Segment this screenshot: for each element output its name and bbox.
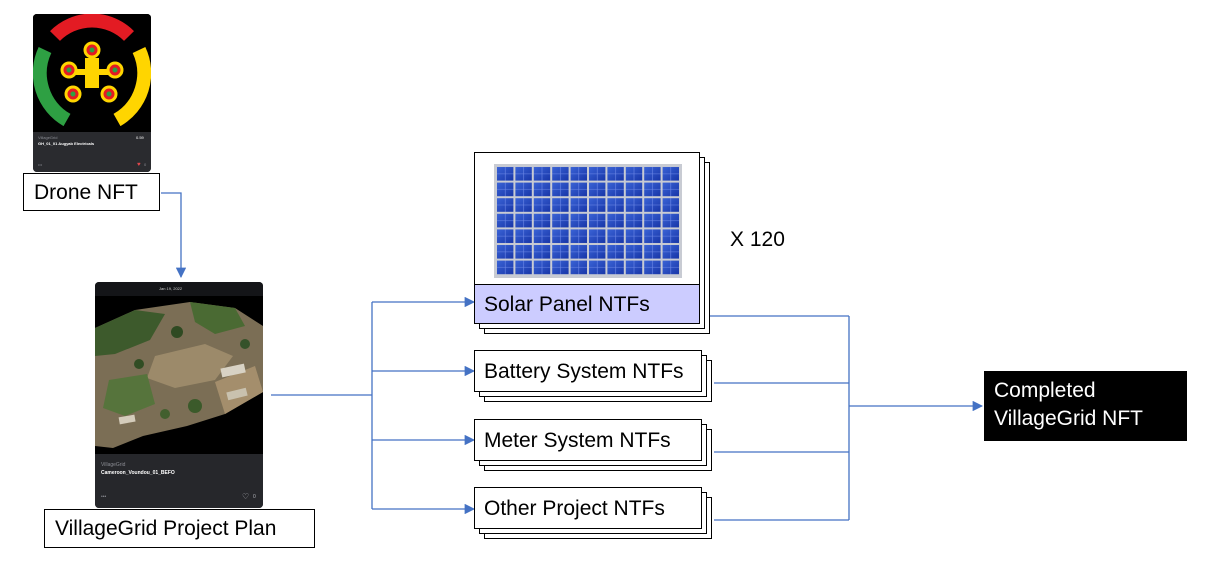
solar-panel-nft-label: Solar Panel NTFs xyxy=(474,284,700,324)
drone-card-likes: 0 xyxy=(144,163,146,167)
connector-drone-to-plan xyxy=(161,193,181,277)
project-card-likes: 0 xyxy=(253,495,256,500)
project-card-creator: VillageGrid xyxy=(101,463,125,468)
site-aerial-image xyxy=(95,296,263,454)
meter-system-nft-label: Meter System NTFs xyxy=(474,419,702,461)
meter-system-stack: Meter System NTFs xyxy=(474,419,714,473)
drone-nft-label: Drone NFT xyxy=(23,173,160,211)
drone-card-heart-icon: ♥ xyxy=(137,162,141,168)
other-project-stack: Other Project NTFs xyxy=(474,487,714,541)
completed-nft-box: Completed VillageGrid NFT xyxy=(984,371,1187,441)
project-card-menu-icon: ••• xyxy=(101,495,106,500)
project-card-heart-icon: ♡ xyxy=(242,493,249,501)
completed-nft-line1: Completed xyxy=(994,377,1177,405)
project-card-title: Cameroon_Voundou_01_BEFO xyxy=(101,471,175,476)
drone-logo-icon xyxy=(33,14,151,132)
drone-nft-card: VillageGrid 0.59 GH_01_01 Augyab Electri… xyxy=(33,14,151,172)
project-card-meta: VillageGrid Cameroon_Voundou_01_BEFO •••… xyxy=(95,454,263,508)
completed-nft-line2: VillageGrid NFT xyxy=(994,405,1177,433)
project-card-header: Jan 19, 2022 xyxy=(95,282,263,296)
drone-card-price: 0.59 xyxy=(136,136,144,140)
battery-system-nft-label: Battery System NTFs xyxy=(474,350,702,392)
drone-card-creator: VillageGrid xyxy=(38,136,58,140)
drone-card-title: GH_01_01 Augyab Electricals xyxy=(38,142,94,146)
project-card-date: Jan 19, 2022 xyxy=(159,287,182,291)
drone-card-meta: VillageGrid 0.59 GH_01_01 Augyab Electri… xyxy=(33,132,151,172)
solar-panel-multiplier: X 120 xyxy=(730,228,785,252)
other-project-nft-label: Other Project NTFs xyxy=(474,487,702,529)
solar-panel-icon xyxy=(494,164,682,278)
project-plan-card: Jan 19, 2022 VillageGrid Cameroon_Voundo… xyxy=(95,282,263,508)
drone-card-menu-icon: ••• xyxy=(38,163,42,167)
battery-system-stack: Battery System NTFs xyxy=(474,350,714,404)
project-plan-label: VillageGrid Project Plan xyxy=(44,509,315,548)
